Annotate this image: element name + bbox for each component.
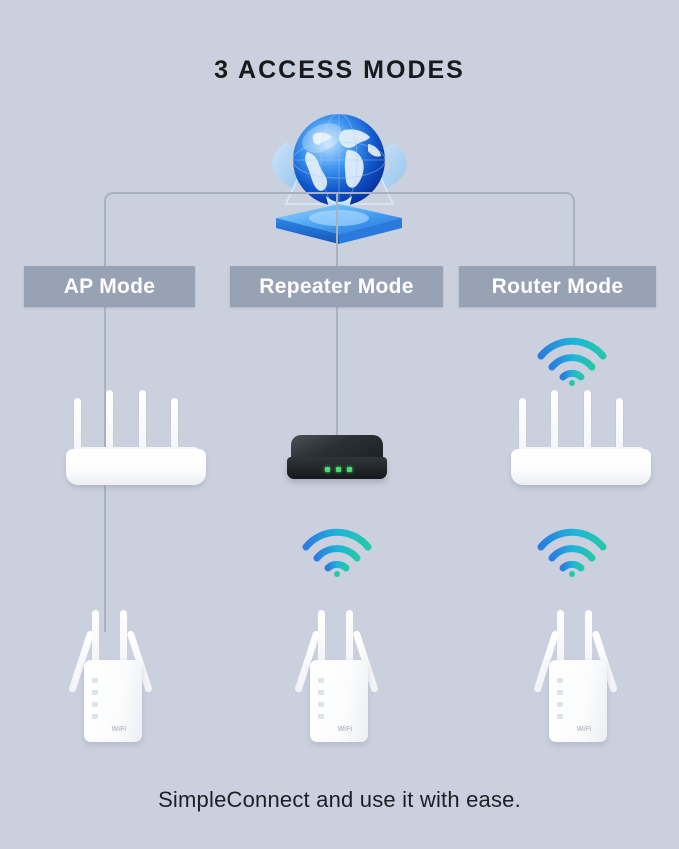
antenna <box>74 398 81 460</box>
antenna <box>106 390 113 460</box>
device-router-router-mode <box>511 390 651 485</box>
mode-chip-repeater-label: Repeater Mode <box>259 274 414 298</box>
wifi-signal-router-top <box>533 328 611 386</box>
mode-chip-ap-label: AP Mode <box>63 274 156 298</box>
antenna <box>585 610 592 672</box>
wifi-signal-icon <box>302 528 372 577</box>
status-led <box>318 714 324 719</box>
mode-chip-router[interactable]: Router Mode <box>459 266 656 307</box>
device-extender-repeater: WiFi <box>288 600 390 748</box>
connector-stem-center <box>336 192 338 266</box>
mode-chip-repeater[interactable]: Repeater Mode <box>230 266 443 307</box>
antenna <box>557 610 564 672</box>
extender-body <box>549 660 607 742</box>
status-led <box>318 678 324 683</box>
antenna <box>171 398 178 460</box>
status-led <box>92 678 98 683</box>
antenna <box>318 610 325 672</box>
status-led <box>557 702 563 707</box>
antenna <box>551 390 558 460</box>
wifi-signal-icon <box>537 528 607 577</box>
antenna <box>139 390 146 460</box>
wifi-signal-router-bottom <box>533 519 611 577</box>
device-modem-repeater <box>287 435 387 483</box>
page-caption: SimpleConnect and use it with ease. <box>158 787 521 812</box>
status-led <box>318 690 324 695</box>
globe-svg <box>272 113 407 244</box>
modem-led <box>347 467 352 472</box>
antenna <box>346 610 353 672</box>
status-led <box>557 678 563 683</box>
status-led <box>92 702 98 707</box>
antenna <box>616 398 623 460</box>
device-router-ap <box>66 390 206 485</box>
modem-led <box>336 467 341 472</box>
antenna <box>584 390 591 460</box>
mode-chip-router-label: Router Mode <box>491 274 624 298</box>
extender-wifi-logo: WiFi <box>111 726 127 733</box>
status-led <box>318 702 324 707</box>
page-title: 3 ACCESS MODES <box>214 56 465 84</box>
connector-bracket <box>104 192 575 268</box>
modem-top-shell <box>291 435 383 461</box>
extender-body <box>310 660 368 742</box>
extender-wifi-logo: WiFi <box>337 726 353 733</box>
status-led <box>557 714 563 719</box>
antenna <box>92 610 99 672</box>
connector-repeater-column <box>336 307 338 437</box>
extender-body <box>84 660 142 742</box>
device-extender-router-mode: WiFi <box>527 600 629 748</box>
globe-hero-icon <box>252 100 427 245</box>
antenna <box>120 610 127 672</box>
status-led <box>92 714 98 719</box>
router-body <box>66 449 206 485</box>
modem-led <box>325 467 330 472</box>
status-led <box>92 690 98 695</box>
wifi-signal-icon <box>537 337 607 386</box>
status-led <box>557 690 563 695</box>
wifi-signal-repeater <box>298 519 376 577</box>
router-body <box>511 449 651 485</box>
extender-wifi-logo: WiFi <box>576 726 592 733</box>
mode-chip-ap[interactable]: AP Mode <box>24 266 195 307</box>
antenna <box>519 398 526 460</box>
device-extender-ap: WiFi <box>62 600 164 748</box>
